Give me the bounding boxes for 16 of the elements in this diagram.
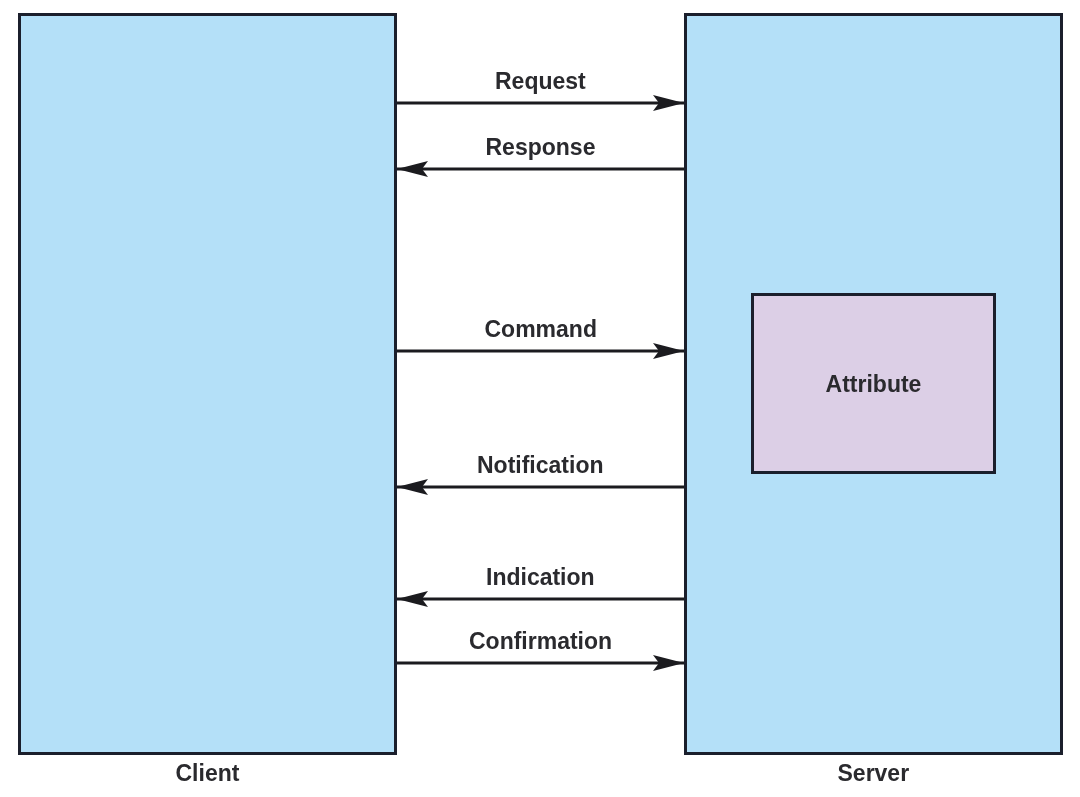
edge-label: Command	[484, 315, 597, 343]
arrow	[397, 161, 684, 177]
arrow	[397, 343, 684, 359]
edge-label: Response	[485, 133, 596, 161]
arrow	[397, 95, 684, 111]
arrow	[397, 591, 684, 607]
arrow	[397, 479, 684, 495]
edge-label: Request	[495, 67, 586, 95]
arrow	[397, 655, 684, 671]
edge-label: Indication	[486, 563, 595, 591]
edge-label: Notification	[477, 451, 604, 479]
attribute-box	[751, 293, 996, 474]
node-label: Server	[837, 759, 910, 787]
node-label: Attribute	[825, 369, 922, 398]
edge-label: Confirmation	[469, 627, 613, 655]
node-label: Client	[175, 759, 240, 787]
